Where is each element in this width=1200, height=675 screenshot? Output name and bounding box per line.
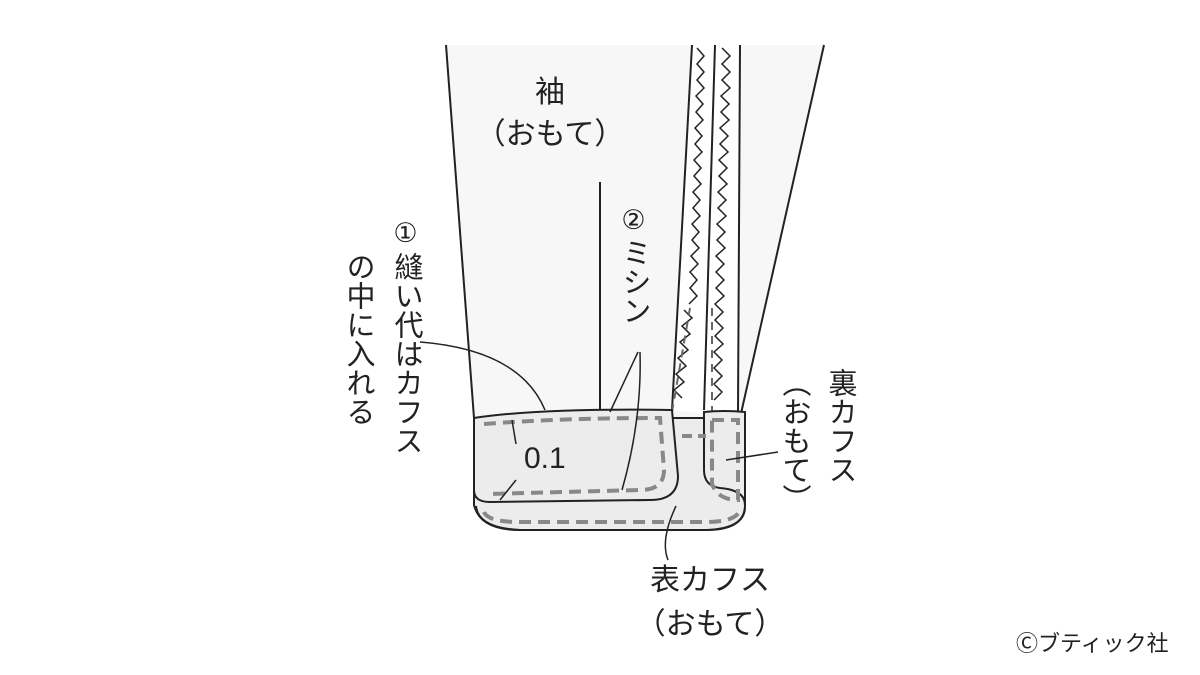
leader-inner-cuff [725,451,779,461]
cuff-bottom-fold [475,505,746,531]
seam-line-outer-right [737,44,741,413]
sleeve-right-edge [739,44,825,419]
stitch-bottom-band [482,509,742,524]
seam-line-outer-left [671,44,693,411]
step1-instruction-label: 縫い代はカフス [390,252,424,455]
leader-step2-a [609,351,639,413]
inner-cuff-name-label: 裏カフス [824,368,858,484]
seam-allowance-strip [672,45,740,418]
seam-allowance-value: 0.1 [524,442,566,475]
leader-allowance-top [511,419,517,445]
step1-number-label: ① [390,218,421,249]
sleeve-name-label: 袖 [535,75,565,110]
overlock-zigzag-right [712,47,732,401]
inner-cuff-side-label: （おもて） [778,368,812,513]
sleeve-side-label: （おもて） [475,117,625,152]
sleeve-left-edge [445,44,475,419]
overlock-zigzag-left [688,47,706,305]
outer-cuff-side-label: （おもて） [635,607,785,642]
leader-step1 [419,341,546,411]
step1-instruction-label-2: の中に入れる [342,252,376,426]
outer-cuff-name-label: 表カフス [650,563,770,598]
leader-outer-cuff [664,505,677,561]
leader-step2-b [621,351,641,491]
stitch-right-cuff [710,418,740,503]
seam-line-mid [703,44,716,411]
seam-stitch-dashed-a [671,307,691,413]
copyright-label: Ⓒブティック社 [1016,632,1169,657]
leader-allowance-bottom [499,479,517,501]
left-cuff-panel [473,408,680,504]
step2-number-label: ② [618,205,649,236]
step2-instruction-label: ミシン [618,238,652,325]
stitch-left-cuff [483,415,667,496]
